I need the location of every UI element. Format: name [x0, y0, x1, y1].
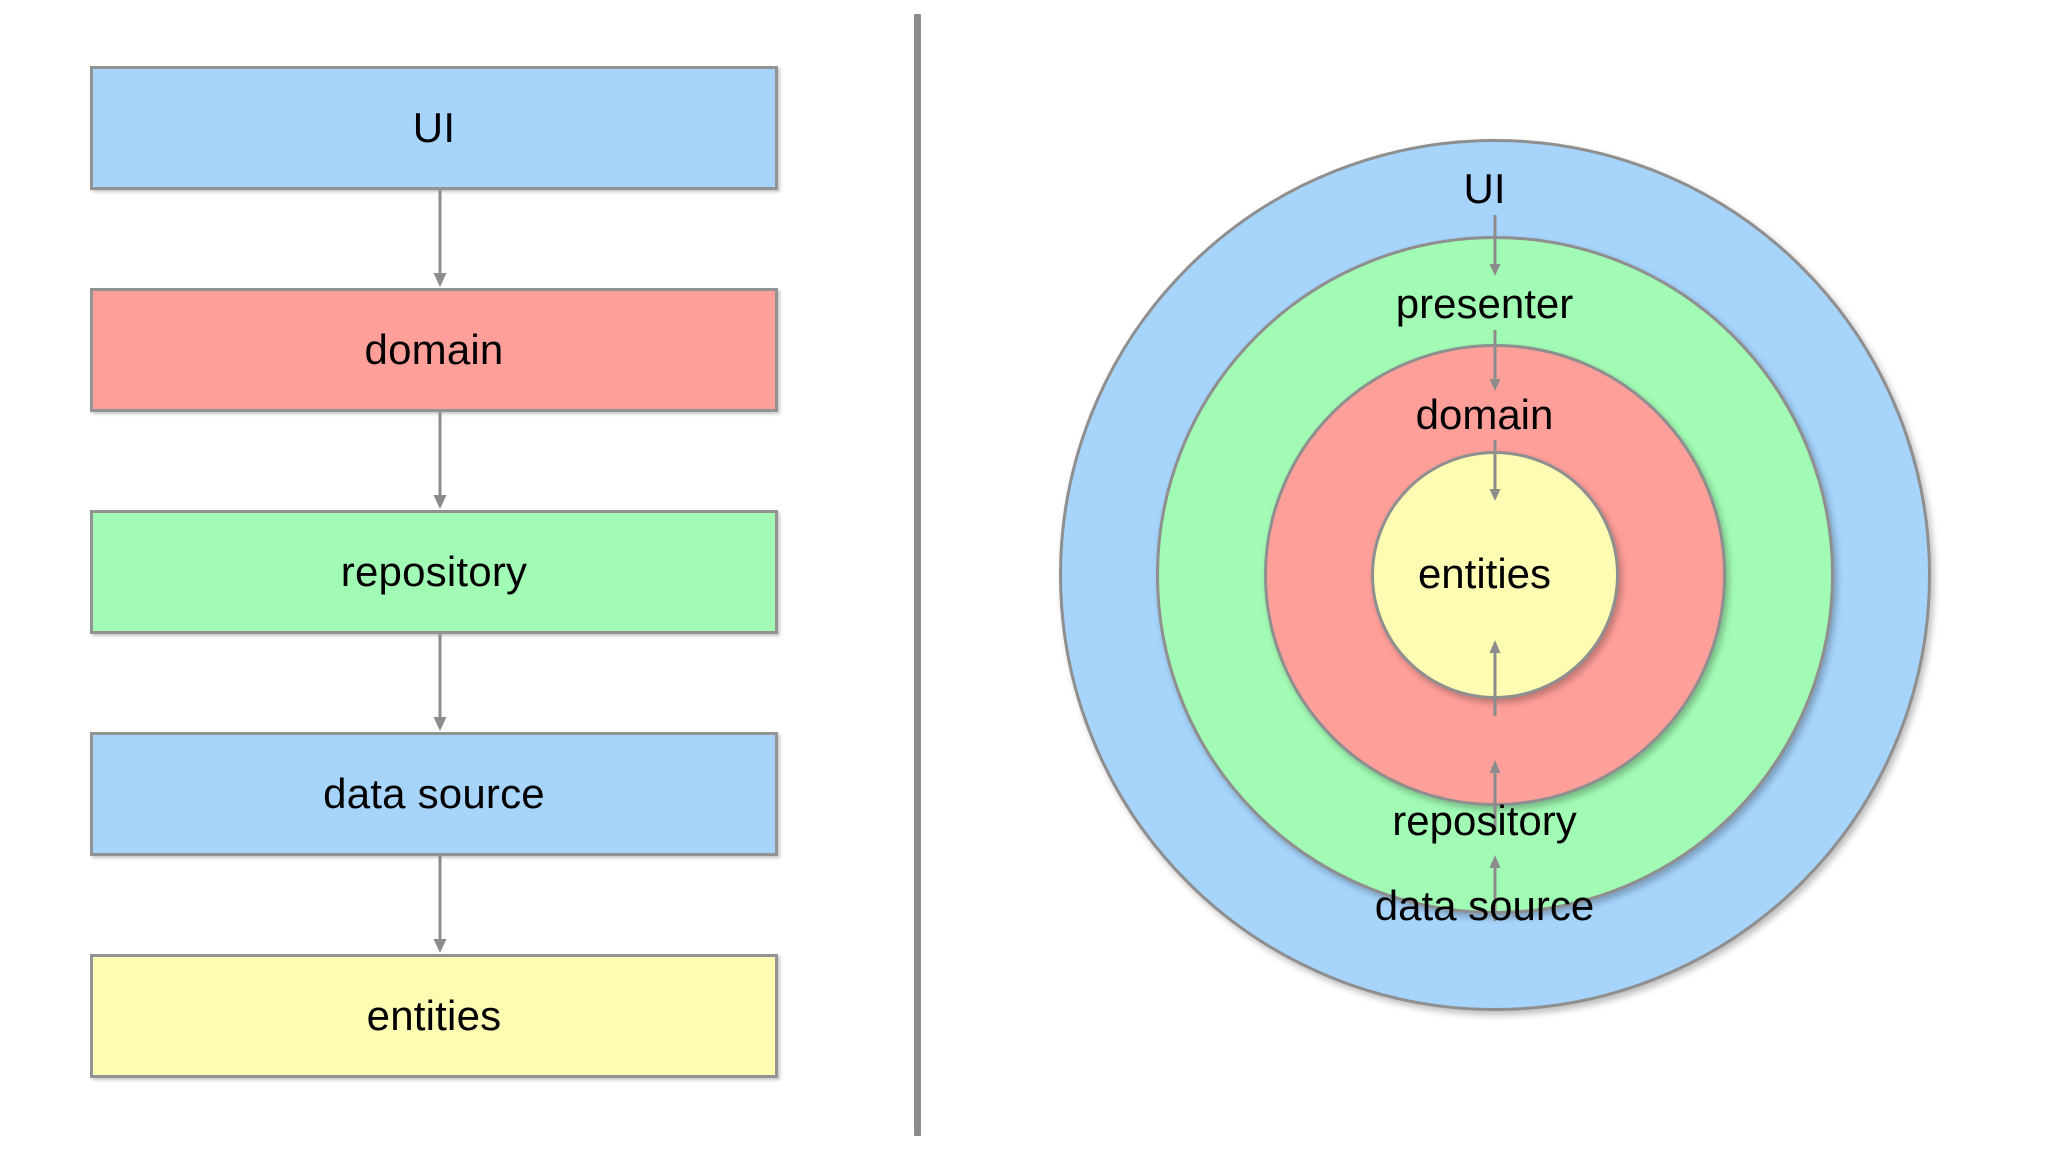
ring-arrow-ui-to-presenter — [1487, 215, 1503, 277]
ring-arrow-domain-to-entities — [1487, 440, 1503, 502]
layered-stack-diagram: UI domain repository — [0, 0, 914, 1152]
stack-box-ui[interactable]: UI — [90, 66, 778, 190]
ring-label-presenter: presenter — [1395, 280, 1574, 327]
ring-arrow-repository-to-domain — [1487, 760, 1503, 832]
stack-box-domain-label: domain — [364, 326, 504, 373]
stack-box-data-source[interactable]: data source — [90, 732, 778, 856]
panel-divider — [914, 14, 921, 1136]
ring-label-ui: UI — [1463, 165, 1506, 212]
stack-arrow-domain-to-repository — [432, 412, 448, 510]
ring-arrow-repository-to-entities — [1487, 640, 1503, 716]
ring-label-data-source: data source — [1374, 882, 1595, 929]
stack-box-repository-label: repository — [340, 548, 528, 595]
stack-arrow-data-source-to-entities — [432, 856, 448, 954]
stack-arrow-repository-to-data-source — [432, 634, 448, 732]
ring-label-domain: domain — [1415, 391, 1554, 438]
ring-arrow-data-source-to-repository — [1487, 855, 1503, 921]
ring-label-repository: repository — [1392, 797, 1577, 844]
stack-box-ui-label: UI — [412, 104, 456, 151]
stack-box-entities[interactable]: entities — [90, 954, 778, 1078]
stack-box-entities-label: entities — [366, 992, 502, 1039]
stack-box-domain[interactable]: domain — [90, 288, 778, 412]
concentric-circles-diagram: UI presenter domain entities — [921, 0, 2048, 1152]
ring-arrow-presenter-to-domain — [1487, 330, 1503, 392]
ring-label-entities: entities — [1417, 550, 1552, 597]
stack-arrow-ui-to-domain — [432, 190, 448, 288]
stack-box-data-source-label: data source — [323, 770, 545, 817]
stack-box-repository[interactable]: repository — [90, 510, 778, 634]
